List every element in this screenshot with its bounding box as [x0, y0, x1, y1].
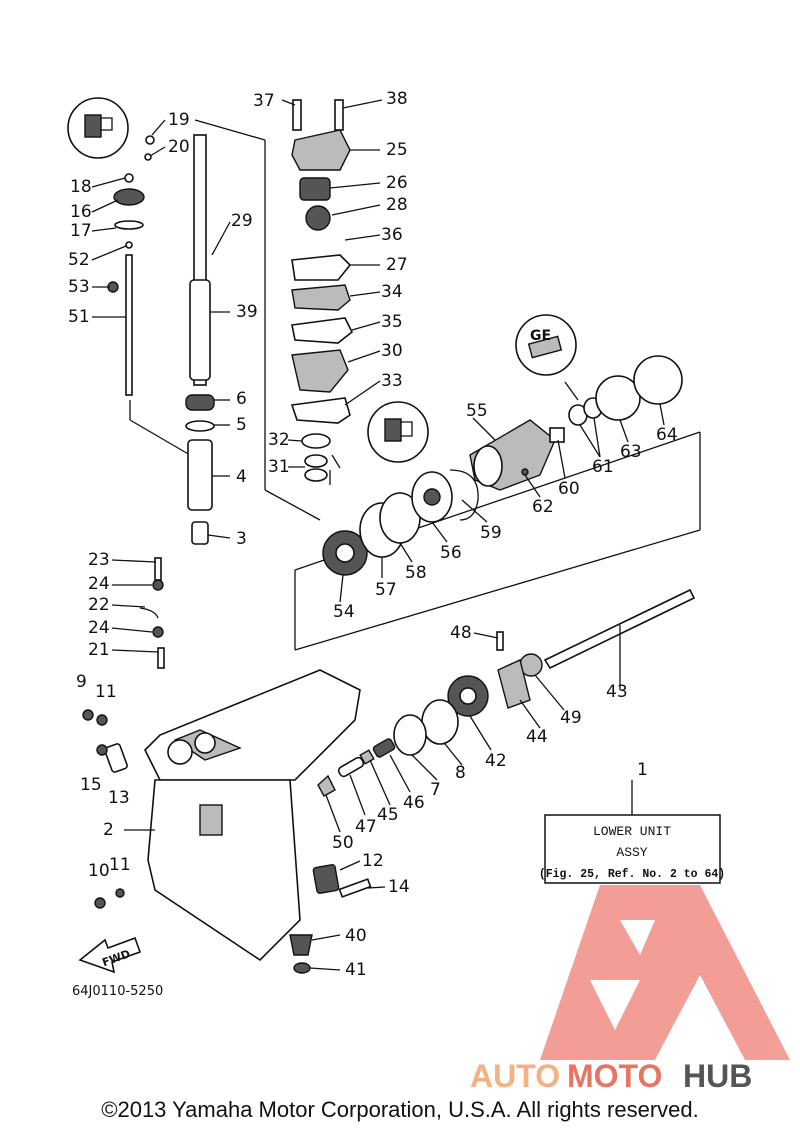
part-number-label: 14	[388, 877, 410, 897]
callout-lt-icon-2	[367, 401, 429, 463]
part-number-label: 8	[455, 763, 466, 783]
part-number-label: 24	[88, 574, 110, 594]
part-number-label: 63	[620, 442, 642, 462]
part-number-label: 59	[480, 523, 502, 543]
part-number-label: 24	[88, 618, 110, 638]
part-number-label: 52	[68, 250, 90, 270]
part-number-label: 11	[109, 855, 131, 875]
part-number-label: 25	[386, 140, 408, 160]
watermark-auto: AUTO	[470, 1058, 560, 1094]
part-number-label: 37	[253, 91, 275, 111]
part-number-label: 4	[236, 467, 247, 487]
part-number-label: 5	[236, 415, 247, 435]
shift-rod-group	[107, 135, 155, 396]
part-number-label: 56	[440, 543, 462, 563]
part-number-label: 9	[76, 672, 87, 692]
part-number-label: 60	[558, 479, 580, 499]
part-number-label: 18	[70, 177, 92, 197]
part-number-label: 30	[381, 341, 403, 361]
copyright-notice: ©2013 Yamaha Motor Corporation, U.S.A. A…	[101, 1097, 699, 1122]
part-number-label: 29	[231, 211, 253, 231]
part-number-label: 47	[355, 817, 377, 837]
part-number-label: 2	[103, 820, 114, 840]
part-number-label: 32	[268, 430, 290, 450]
assembly-box-title: LOWER UNIT	[593, 824, 671, 839]
reference-code: 64J0110-5250	[72, 984, 163, 999]
part-number-label: 36	[381, 225, 403, 245]
part-number-label: 55	[466, 401, 488, 421]
watermark-moto: MOTO	[567, 1058, 662, 1094]
part-number-label: 34	[381, 282, 403, 302]
part-number-label: 40	[345, 926, 367, 946]
part-number-label: 42	[485, 751, 507, 771]
part-number-label: 31	[268, 457, 290, 477]
part-number-label: 38	[386, 89, 408, 109]
part-number-label: 1	[637, 760, 648, 780]
part-number-label: 58	[405, 563, 427, 583]
part-number-label: 13	[108, 788, 130, 808]
part-number-label: 61	[592, 457, 614, 477]
leader-lines	[91, 99, 665, 971]
water-pump-group	[290, 99, 354, 482]
lower-housing-group	[82, 669, 372, 974]
part-number-label: 45	[377, 805, 399, 825]
part-number-label: 27	[386, 255, 408, 275]
part-number-label: 16	[70, 202, 92, 222]
part-number-label: 48	[450, 623, 472, 643]
part-number-label: 3	[236, 529, 247, 549]
assembly-note-box: LOWER UNIT ASSY (Fig. 25, Ref. No. 2 to …	[539, 780, 725, 884]
part-number-label: 35	[381, 312, 403, 332]
part-number-label: 10	[88, 861, 110, 881]
part-number-label: 11	[95, 682, 117, 702]
part-number-label: 21	[88, 640, 110, 660]
part-number-label: 39	[236, 302, 258, 322]
watermark-logo-icon	[540, 885, 790, 1060]
guide-lines	[129, 119, 701, 651]
part-number-label: 22	[88, 595, 110, 615]
part-number-label: 26	[386, 173, 408, 193]
part-number-label: 54	[333, 602, 355, 622]
part-number-label: 53	[68, 277, 90, 297]
part-number-label: 28	[386, 195, 408, 215]
part-number-label: 62	[532, 497, 554, 517]
part-number-label: 64	[656, 425, 678, 445]
fwd-arrow-icon: FWD	[78, 936, 142, 974]
part-number-label: 43	[606, 682, 628, 702]
shift-cable-group	[139, 557, 165, 669]
part-number-label: 41	[345, 960, 367, 980]
watermark-hub: HUB	[683, 1058, 752, 1094]
part-number-label: 51	[68, 307, 90, 327]
part-number-label: 17	[70, 221, 92, 241]
part-number-labels: 1 2 3 4 5 6 7 8 9 10 11 11 12 13 14 15 1…	[68, 89, 678, 980]
part-number-label: 33	[381, 371, 403, 391]
part-number-label: 15	[80, 775, 102, 795]
part-number-label: 23	[88, 550, 110, 570]
part-number-label: 20	[168, 137, 190, 157]
part-number-label: 44	[526, 727, 548, 747]
part-number-label: 12	[362, 851, 384, 871]
part-number-label: 7	[430, 780, 441, 800]
assembly-box-note: (Fig. 25, Ref. No. 2 to 64)	[539, 868, 725, 881]
propeller-shaft-housing-group	[322, 355, 683, 576]
drive-shaft-group	[185, 134, 215, 545]
part-number-label: 6	[236, 389, 247, 409]
part-number-label: 50	[332, 833, 354, 853]
part-number-label: 19	[168, 110, 190, 130]
part-number-label: 49	[560, 708, 582, 728]
svg-text:GE: GE	[530, 328, 551, 344]
callout-lt-icon-1	[67, 97, 129, 159]
callout-ge-icon: GE	[515, 314, 577, 376]
part-number-label: 57	[375, 580, 397, 600]
part-number-label: 46	[403, 793, 425, 813]
assembly-box-subtitle: ASSY	[616, 845, 647, 860]
